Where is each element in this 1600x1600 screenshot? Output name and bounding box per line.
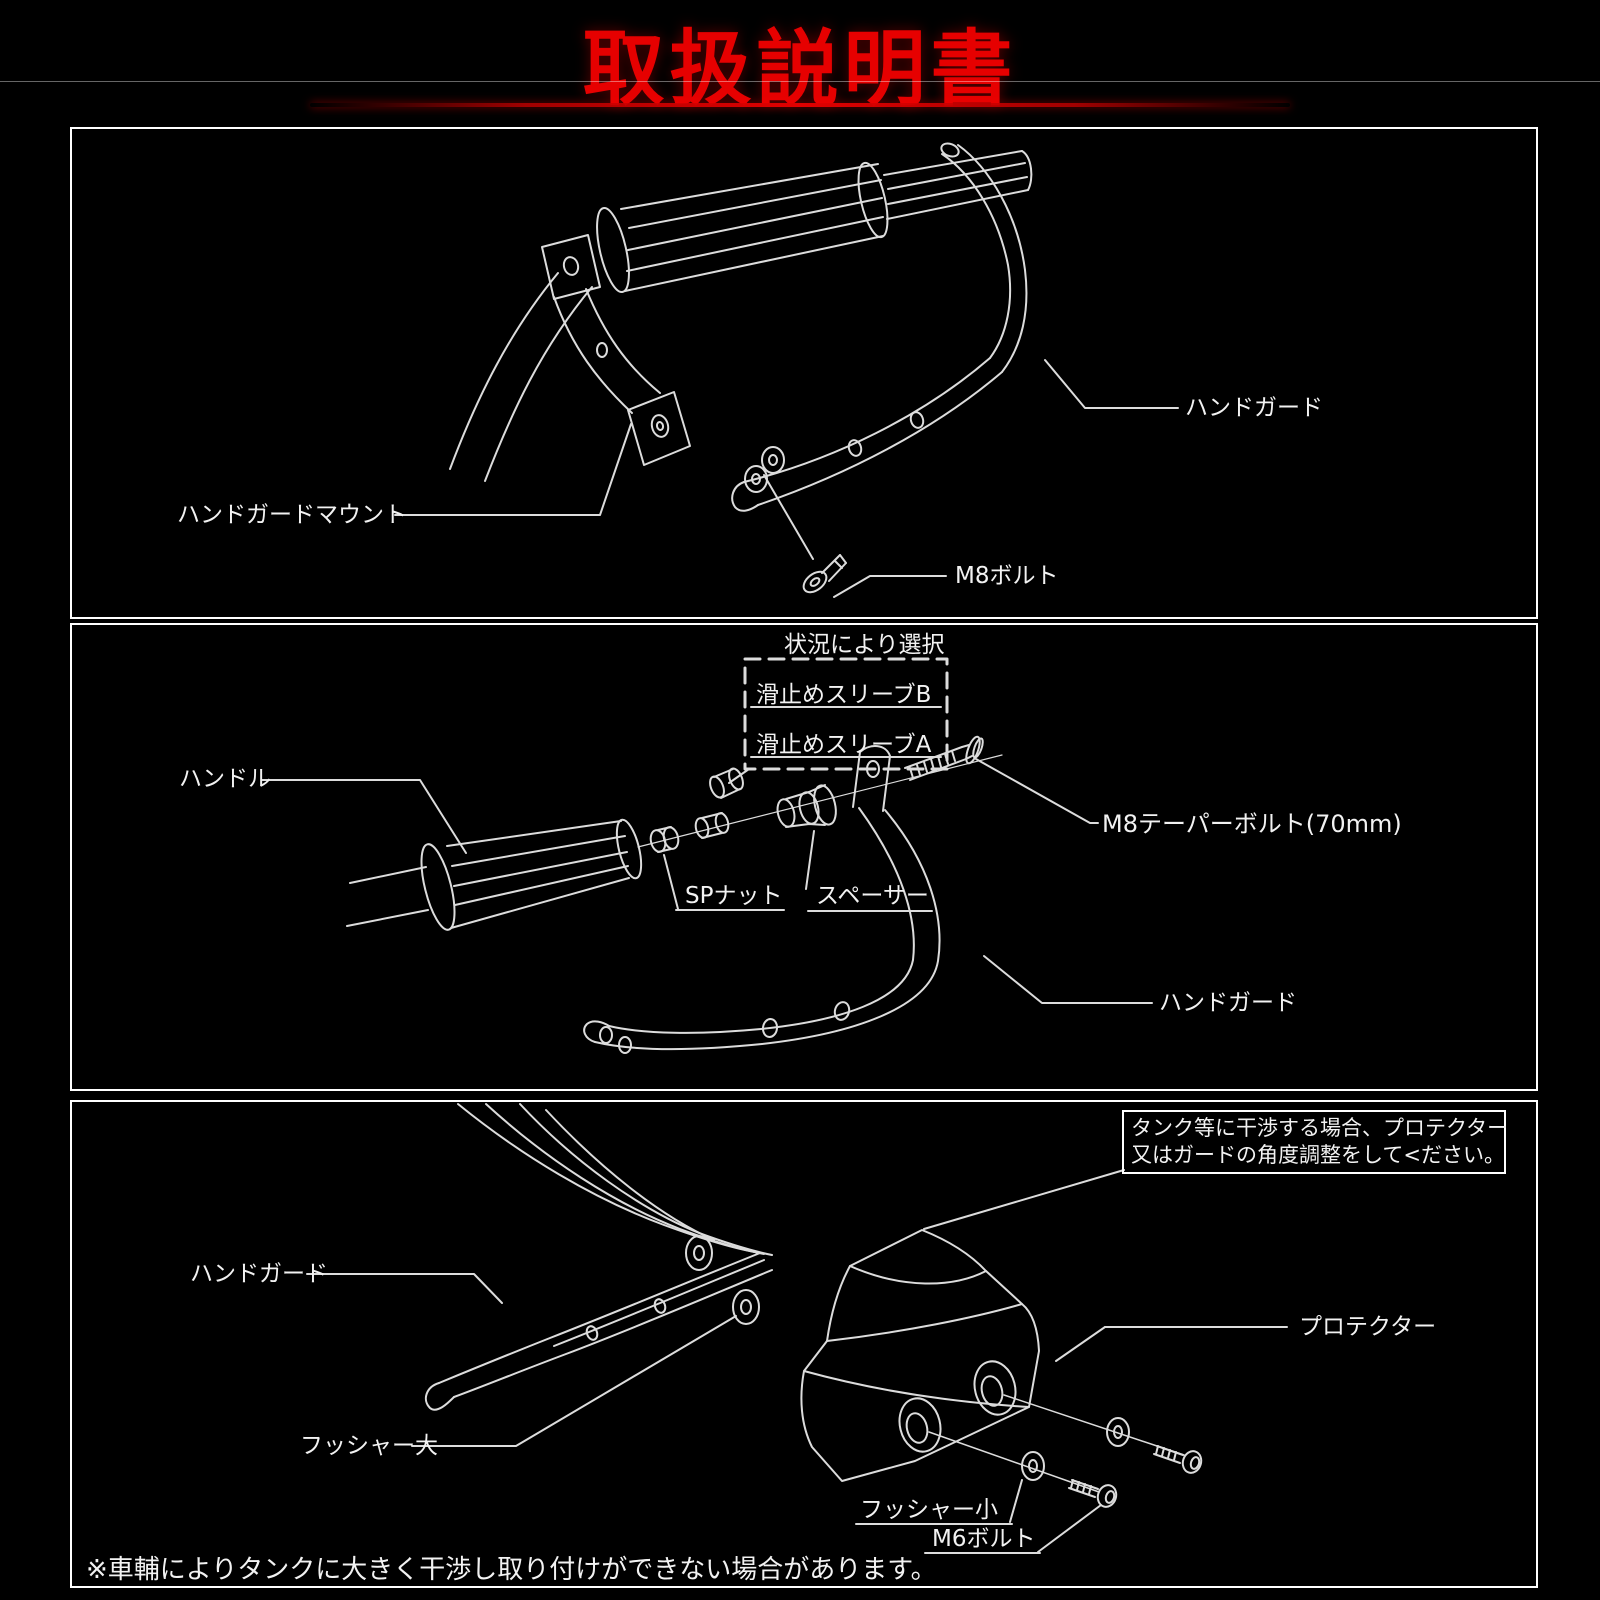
warning-line2: 又はガードの角度調整をして<ださい。 <box>1131 1143 1505 1167</box>
label-protector: プロテクター <box>1299 1314 1437 1340</box>
panel-sleeve-assembly: 状況により選択 滑止めスリーブB 滑止めスリーブA ハンドル M8テーパーボルト… <box>70 623 1538 1091</box>
red-divider-line <box>310 103 1290 107</box>
label-selection-note: 状況により選択 <box>784 632 945 658</box>
label-washer-small: フッシャー小 <box>860 1497 998 1523</box>
protector-assembly-diagram <box>306 1103 1288 1554</box>
page-title: 取扱説明書 <box>582 22 1018 117</box>
label-hand-guard: ハンドガード <box>1185 395 1323 421</box>
label-hand-guard-3: ハンドガード <box>190 1261 328 1287</box>
label-washer-large: フッシャー大 <box>300 1433 438 1459</box>
label-sleeve-b: 滑止めスリーブB <box>756 682 932 708</box>
label-m8-taper-bolt: M8テーパーボルト(70mm) <box>1102 810 1402 838</box>
label-handle: ハンドル <box>179 766 271 792</box>
mount-assembly-diagram <box>394 142 1179 598</box>
footnote: ※車輔によりタンクに大きく干渉し取り付けができない場合があります。 <box>86 1555 937 1585</box>
warning-box: タンク等に干渉する場合、プロテクター 又はガードの角度調整をして<ださい。 <box>1122 1110 1509 1174</box>
label-spacer: スペーサー <box>816 883 929 909</box>
panel-mount-assembly: ハンドガード ハンドガードマウント M8ボルト <box>70 127 1538 619</box>
header-seam-line <box>0 81 1600 82</box>
label-sleeve-a: 滑止めスリーブA <box>756 732 932 758</box>
panel-protector-assembly: タンク等に干渉する場合、プロテクター 又はガードの角度調整をして<ださい。 ハン… <box>70 1100 1538 1588</box>
label-hand-guard-mount: ハンドガードマウント <box>177 502 407 528</box>
sleeve-assembly-diagram <box>261 657 1153 1054</box>
warning-line1: タンク等に干渉する場合、プロテクター <box>1131 1116 1509 1140</box>
label-m8-bolt: M8ボルト <box>955 563 1059 589</box>
label-sp-nut: SPナット <box>685 883 783 909</box>
label-hand-guard-2: ハンドガード <box>1159 990 1297 1016</box>
label-m6-bolt: M6ボルト <box>932 1526 1036 1552</box>
